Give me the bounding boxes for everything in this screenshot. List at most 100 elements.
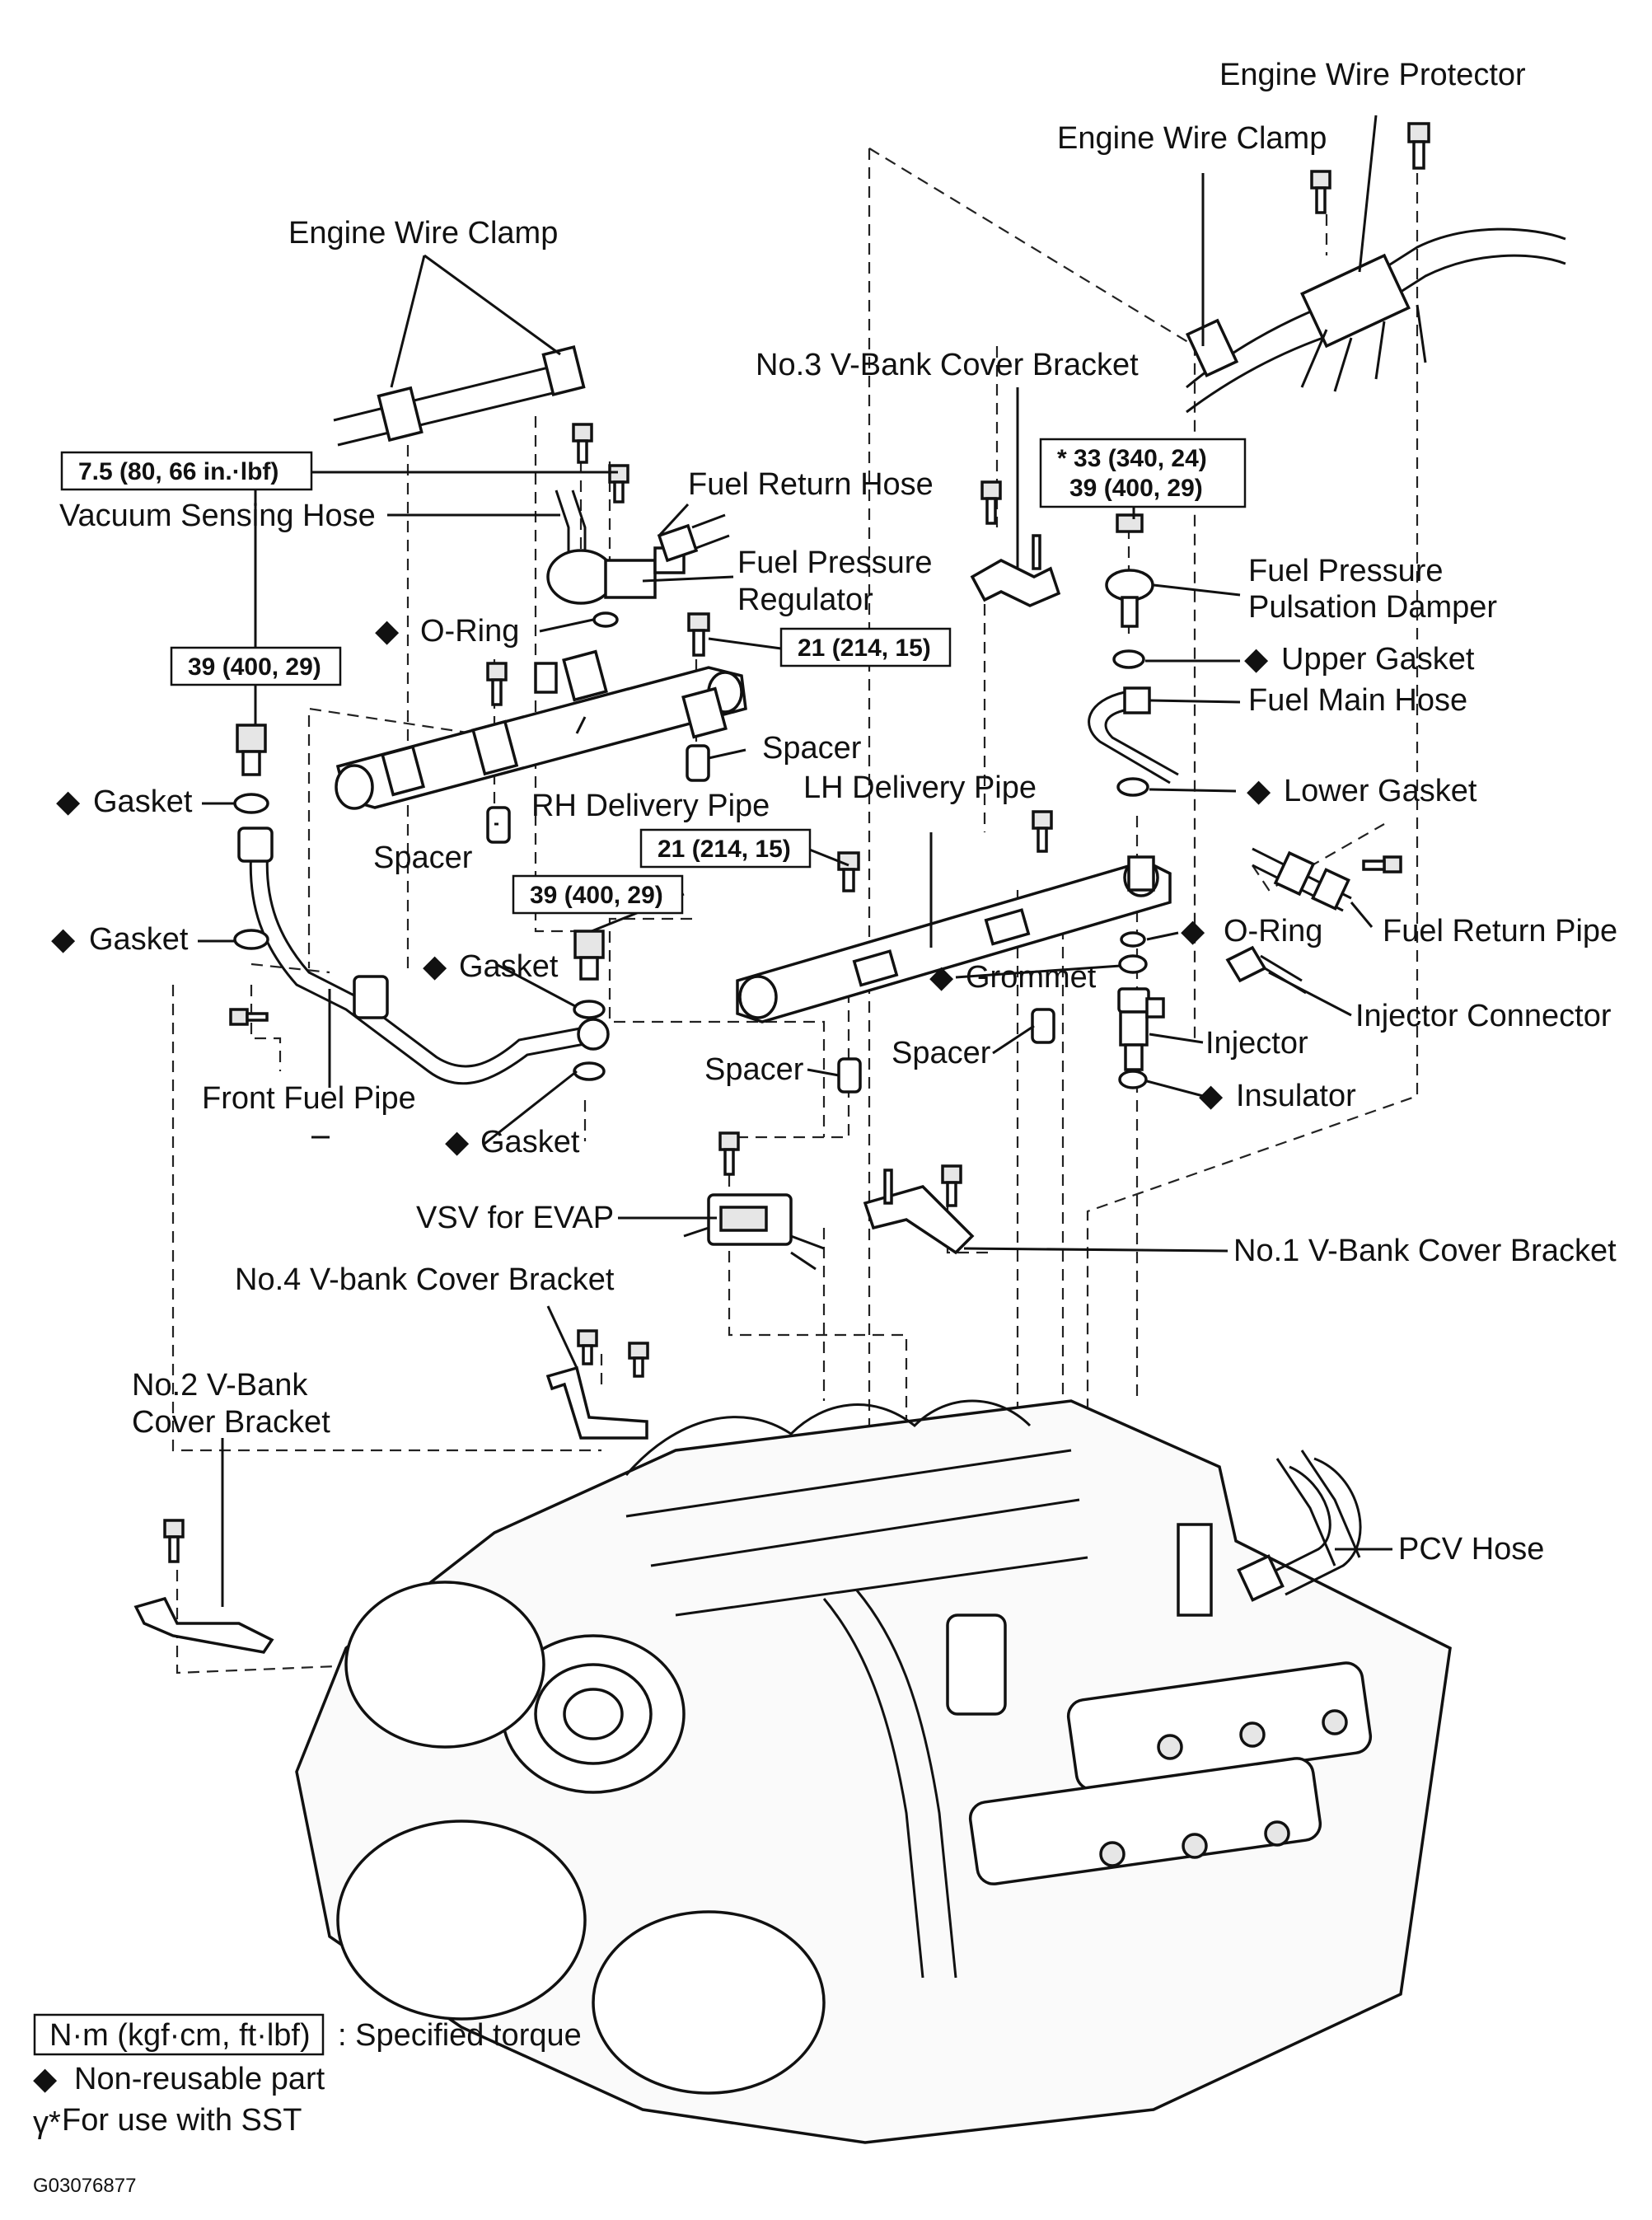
bolt-icon [980, 480, 1002, 525]
gasket-part [573, 1061, 606, 1081]
pcv-hose-part [1237, 1457, 1362, 1602]
svg-text:39 (400, 29): 39 (400, 29) [530, 882, 663, 909]
label-gasket-1: Gasket [93, 784, 193, 819]
torque-spec-union-center: 39 (400, 29) [512, 874, 684, 915]
engine-wire-harness-left [333, 345, 586, 447]
label-engine-wire-clamp-left: Engine Wire Clamp [288, 216, 558, 251]
label-no4-vbank-cover-bracket: No.4 V-bank Cover Bracket [235, 1262, 615, 1297]
label-fuel-return-hose: Fuel Return Hose [688, 467, 934, 502]
label-spacer-1: Spacer [762, 731, 862, 766]
grommet-part [1118, 954, 1148, 974]
diamond-icon: ◆ [1247, 774, 1271, 808]
torque-spec-damper: * 33 (340, 24) 39 (400, 29) [1039, 438, 1247, 508]
bolt-icon [1032, 810, 1053, 853]
diamond-icon: ◆ [375, 614, 400, 649]
diamond-icon: ◆ [56, 784, 81, 819]
spacer-part [837, 1057, 862, 1094]
label-fuel-pressure-pulsation-damper-2: Pulsation Damper [1248, 590, 1497, 625]
diamond-icon: ◆ [33, 2062, 58, 2096]
no2-bracket-part [133, 1596, 274, 1654]
label-fuel-main-hose: Fuel Main Hose [1248, 683, 1467, 718]
fuel-pressure-regulator-part [546, 546, 686, 605]
no4-bracket-part [545, 1365, 648, 1440]
fuel-return-hose-part [657, 513, 730, 563]
figure-id: G03076877 [33, 2175, 136, 2197]
front-fuel-pipe-part [237, 827, 610, 1085]
spacer-part [686, 744, 710, 782]
bolt-icon [718, 1131, 740, 1176]
union-bolt-icon [573, 930, 605, 981]
label-grommet: Grommet [966, 960, 1097, 995]
torque-spec-union-left: 39 (400, 29) [170, 646, 342, 686]
bolt-icon [628, 1342, 649, 1378]
injector-part [1117, 987, 1165, 1071]
bolt-icon [229, 1008, 269, 1026]
bolt-icon [687, 612, 710, 657]
torque-spec-rh-pipe: 21 (214, 15) [779, 627, 952, 667]
rh-delivery-pipe-part [335, 649, 747, 810]
svg-text:21 (214, 15): 21 (214, 15) [658, 836, 791, 863]
legend-non-reusable: Non-reusable part [74, 2062, 325, 2096]
label-no1-vbank-cover-bracket: No.1 V-Bank Cover Bracket [1233, 1234, 1617, 1268]
label-lh-delivery-pipe: LH Delivery Pipe [803, 770, 1037, 805]
fuel-main-hose-part [1088, 686, 1179, 784]
engine-wire-harness-right [1185, 227, 1566, 414]
diamond-icon: ◆ [1199, 1079, 1224, 1113]
legend: N·m (kgf·cm, ft·lbf) : Specified torque … [33, 2013, 582, 2197]
label-gasket-3: Gasket [89, 922, 189, 957]
label-injector-connector: Injector Connector [1355, 999, 1612, 1033]
label-engine-wire-clamp-right: Engine Wire Clamp [1057, 121, 1327, 156]
label-o-ring-upper: O-Ring [420, 614, 519, 649]
fuel-return-pipe-part [1252, 847, 1352, 912]
bolt-icon [1310, 170, 1331, 214]
label-fuel-return-pipe: Fuel Return Pipe [1383, 914, 1617, 948]
label-no3-vbank-cover-bracket: No.3 V-Bank Cover Bracket [756, 348, 1139, 382]
torque-spec-regulator: 7.5 (80, 66 in.·lbf) [60, 451, 313, 491]
legend-sst-desc: For use with SST [62, 2103, 302, 2138]
label-front-fuel-pipe: Front Fuel Pipe [202, 1081, 416, 1116]
svg-text:39 (400, 29): 39 (400, 29) [1069, 475, 1203, 502]
label-no2-vbank-cover-bracket-2: Cover Bracket [132, 1405, 330, 1440]
label-rh-delivery-pipe: RH Delivery Pipe [531, 789, 770, 823]
bolt-icon [837, 851, 860, 892]
gasket-part [233, 929, 269, 950]
label-spacer-4: Spacer [892, 1036, 991, 1070]
bolt-icon [163, 1519, 185, 1563]
upper-gasket-part [1112, 649, 1145, 669]
label-o-ring-lower: O-Ring [1224, 914, 1322, 948]
diamond-icon: ◆ [1244, 642, 1269, 677]
o-ring-part [1120, 931, 1146, 948]
label-lower-gasket: Lower Gasket [1284, 774, 1477, 808]
diamond-icon: ◆ [1181, 914, 1205, 948]
svg-text:7.5 (80, 66 in.·lbf): 7.5 (80, 66 in.·lbf) [78, 458, 278, 485]
engine-block [295, 1399, 1452, 2144]
leader-lines [198, 115, 1392, 1607]
label-fuel-pressure-regulator-2: Regulator [737, 583, 873, 617]
no3-bracket-part [970, 534, 1061, 607]
legend-torque-desc: : Specified torque [338, 2018, 582, 2053]
bolt-icon [572, 423, 593, 464]
union-bolt-icon [236, 724, 267, 776]
no1-bracket-part [863, 1169, 975, 1255]
insulator-part [1118, 1070, 1148, 1089]
label-insulator: Insulator [1236, 1079, 1356, 1113]
lower-gasket-part [1116, 777, 1149, 797]
lh-delivery-pipe-part [736, 855, 1172, 1023]
bolt-icon [577, 1329, 598, 1365]
label-no2-vbank-cover-bracket-1: No.2 V-Bank [132, 1368, 308, 1403]
legend-torque-unit: N·m (kgf·cm, ft·lbf) [49, 2018, 311, 2053]
label-engine-wire-protector: Engine Wire Protector [1219, 58, 1526, 92]
label-vacuum-sensing-hose: Vacuum Sensing Hose [59, 499, 376, 533]
sst-icon: γ* [33, 2105, 61, 2140]
bolt-icon [486, 662, 508, 706]
torque-spec-lh-pipe: 21 (214, 15) [639, 828, 812, 869]
label-upper-gasket: Upper Gasket [1281, 642, 1475, 677]
label-injector: Injector [1205, 1026, 1308, 1061]
callout-labels: Engine Wire Protector Engine Wire Clamp … [51, 58, 1617, 1567]
label-fuel-pressure-regulator-1: Fuel Pressure [737, 546, 933, 580]
spacer-part [1031, 1008, 1055, 1044]
gasket-part [233, 793, 269, 814]
svg-text:* 33 (340, 24): * 33 (340, 24) [1057, 445, 1207, 472]
label-vsv-for-evap: VSV for EVAP [416, 1201, 614, 1235]
